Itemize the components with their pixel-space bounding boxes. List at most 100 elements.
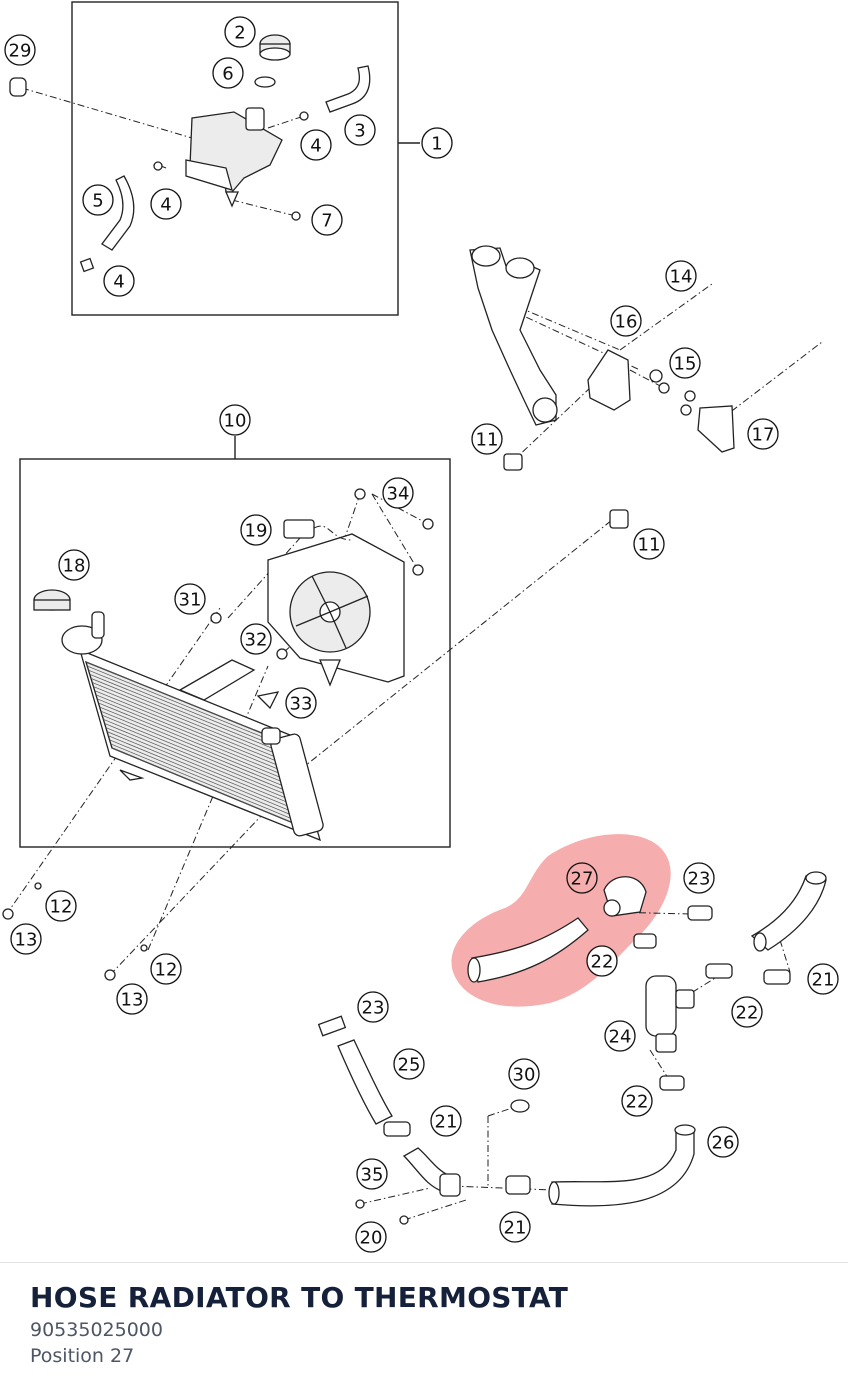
callout-label: 22 <box>591 952 614 973</box>
callout-label: 21 <box>435 1112 458 1133</box>
callout-3[interactable]: 3 <box>344 114 376 146</box>
radiator-fin <box>89 673 288 755</box>
part-hose-25 <box>337 1039 393 1125</box>
callout-label: 16 <box>615 312 638 333</box>
part-radiator-cap <box>33 589 71 611</box>
callout-11[interactable]: 11 <box>633 528 665 560</box>
callout-21[interactable]: 21 <box>807 963 839 995</box>
radiator-fin <box>85 661 285 743</box>
part-hose-27[interactable] <box>467 876 647 983</box>
callout-label: 22 <box>736 1003 759 1024</box>
radiator-fin <box>94 690 293 772</box>
callout-30[interactable]: 30 <box>508 1058 540 1090</box>
callout-6[interactable]: 6 <box>212 57 244 89</box>
callout-13[interactable]: 13 <box>116 983 148 1015</box>
callout-31[interactable]: 31 <box>174 583 206 615</box>
callout-18[interactable]: 18 <box>58 549 90 581</box>
callout-7[interactable]: 7 <box>311 204 343 236</box>
part-small-clip <box>79 257 95 273</box>
callout-5[interactable]: 5 <box>82 184 114 216</box>
part-number: 90535025000 <box>30 1319 163 1341</box>
callout-12[interactable]: 12 <box>45 890 77 922</box>
callout-11[interactable]: 11 <box>471 423 503 455</box>
part-hose-3 <box>325 65 371 113</box>
callout-22[interactable]: 22 <box>586 945 618 977</box>
callout-circle <box>356 1158 388 1190</box>
callout-circle <box>665 260 697 292</box>
callout-22[interactable]: 22 <box>621 1085 653 1117</box>
callout-label: 17 <box>752 425 775 446</box>
callout-1[interactable]: 1 <box>421 127 453 159</box>
callout-12[interactable]: 12 <box>150 953 182 985</box>
part-title: HOSE RADIATOR TO THERMOSTAT <box>30 1281 569 1314</box>
callout-circle <box>116 983 148 1015</box>
leader-lines <box>5 87 823 1221</box>
callout-label: 4 <box>160 195 171 216</box>
callout-34[interactable]: 34 <box>382 477 414 509</box>
callout-label: 27 <box>571 869 594 890</box>
callout-label: 19 <box>245 521 268 542</box>
callout-circle <box>621 1085 653 1117</box>
callout-circle <box>430 1105 462 1137</box>
callout-circle <box>300 129 332 161</box>
callout-21[interactable]: 21 <box>499 1211 531 1243</box>
radiator-fin <box>93 686 292 768</box>
part-bushing-29 <box>9 77 27 97</box>
callout-14[interactable]: 14 <box>665 260 697 292</box>
callout-circle <box>58 549 90 581</box>
callout-2[interactable]: 2 <box>224 16 256 48</box>
callout-29[interactable]: 29 <box>4 34 36 66</box>
callout-label: 29 <box>9 41 32 62</box>
callout-circle <box>610 305 642 337</box>
callout-circle <box>508 1058 540 1090</box>
callout-circle <box>4 34 36 66</box>
callout-10[interactable]: 10 <box>219 404 251 436</box>
radiator-fin <box>108 735 307 818</box>
callout-24[interactable]: 24 <box>604 1020 636 1052</box>
callout-27[interactable]: 27 <box>566 862 598 894</box>
callout-label: 2 <box>234 23 245 44</box>
radiator-fin <box>106 731 306 814</box>
part-info-panel: HOSE RADIATOR TO THERMOSTAT 90535025000 … <box>0 1262 848 1391</box>
radiator-fin <box>88 669 287 751</box>
callout-circle <box>212 57 244 89</box>
radiator-fin <box>104 723 303 806</box>
callout-33[interactable]: 33 <box>285 687 317 719</box>
callout-4[interactable]: 4 <box>300 129 332 161</box>
callout-label: 3 <box>354 121 365 142</box>
callout-35[interactable]: 35 <box>356 1158 388 1190</box>
callout-19[interactable]: 19 <box>240 514 272 546</box>
group-frame-expansion-tank <box>71 1 399 316</box>
callout-4[interactable]: 4 <box>150 188 182 220</box>
radiator-fin <box>95 694 295 776</box>
callout-label: 13 <box>15 930 38 951</box>
callout-circle <box>604 1020 636 1052</box>
callout-circle <box>240 623 272 655</box>
callout-15[interactable]: 15 <box>669 347 701 379</box>
callout-label: 13 <box>121 990 144 1011</box>
callout-23[interactable]: 23 <box>683 862 715 894</box>
callout-26[interactable]: 26 <box>707 1126 739 1158</box>
radiator-fin <box>105 727 304 810</box>
callout-4[interactable]: 4 <box>103 265 135 297</box>
callout-circle <box>150 953 182 985</box>
callout-label: 7 <box>321 211 332 232</box>
callout-17[interactable]: 17 <box>747 418 779 450</box>
callout-label: 23 <box>688 869 711 890</box>
part-thermostat <box>633 933 695 1053</box>
callout-25[interactable]: 25 <box>393 1048 425 1080</box>
callout-22[interactable]: 22 <box>731 996 763 1028</box>
callout-21[interactable]: 21 <box>430 1105 462 1137</box>
callout-20[interactable]: 20 <box>355 1221 387 1253</box>
callout-label: 21 <box>504 1218 527 1239</box>
callout-32[interactable]: 32 <box>240 623 272 655</box>
callout-13[interactable]: 13 <box>10 923 42 955</box>
callout-23[interactable]: 23 <box>357 991 389 1023</box>
callout-label: 33 <box>290 694 313 715</box>
callout-16[interactable]: 16 <box>610 305 642 337</box>
callout-circle <box>240 514 272 546</box>
callout-label: 35 <box>361 1165 384 1186</box>
part-bracket <box>469 245 735 529</box>
radiator-fin <box>99 706 298 789</box>
